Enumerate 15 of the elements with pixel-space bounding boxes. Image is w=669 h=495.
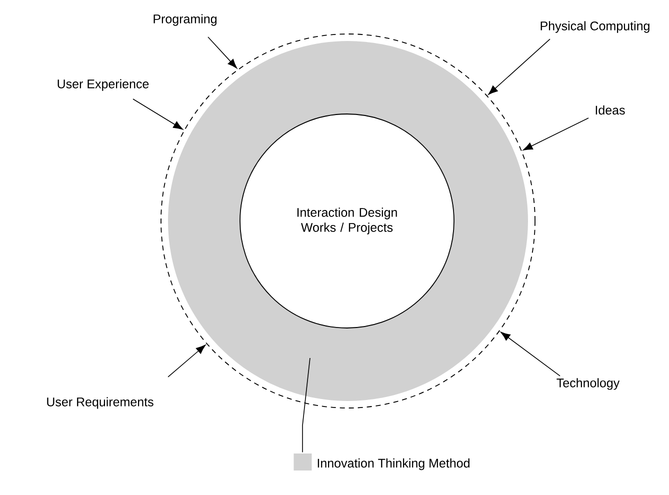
label-text: Technology [556, 378, 620, 390]
arrow [522, 118, 589, 150]
arrow [132, 98, 184, 130]
leader-line [302, 358, 310, 453]
arrow [500, 332, 560, 376]
label-text: User Requirements [47, 397, 154, 409]
arrow [488, 38, 550, 95]
label-text: Physical Computing [540, 21, 650, 33]
label-text: Programing [154, 14, 216, 26]
arrow [208, 36, 238, 68]
label-text: User Experience [58, 79, 149, 91]
node-label: Innovation Thinking Method [318, 458, 470, 470]
arrow [168, 344, 206, 378]
label-text: Ideas [596, 105, 625, 115]
legend-item: Innovation Thinking Method [294, 454, 470, 470]
